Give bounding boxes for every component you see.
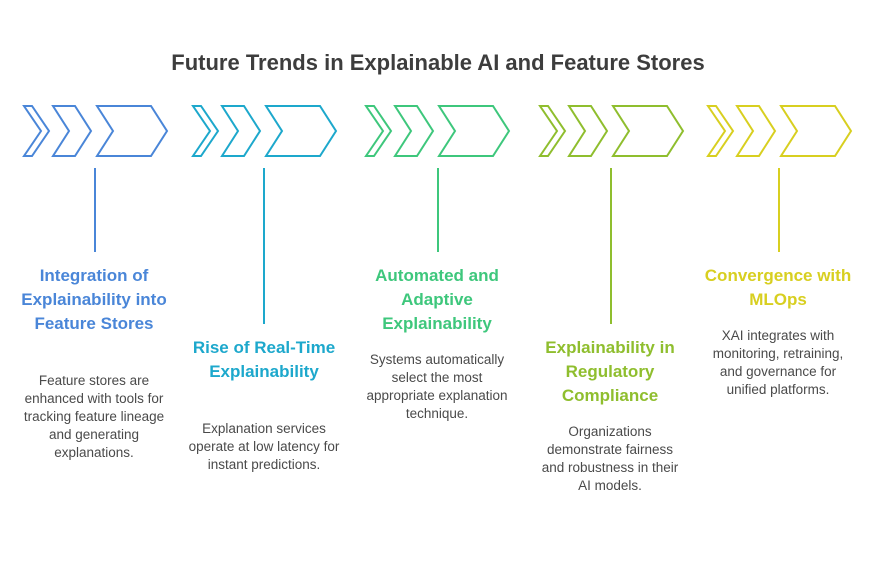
chevron-real-time-1 (191, 105, 220, 157)
stage-description-regulatory: Organizations demonstrate fairness and r… (541, 424, 679, 493)
stage-title-mlops: Convergence with MLOps (704, 266, 852, 309)
chevron-automated-3 (437, 105, 511, 157)
chevron-mlops-3 (779, 105, 853, 157)
chevron-real-time-3 (264, 105, 338, 157)
chevron-integration-1 (22, 105, 51, 157)
chevron-regulatory-2 (567, 105, 609, 157)
diagram-title: Future Trends in Explainable AI and Feat… (171, 50, 705, 75)
chevron-automated-1 (364, 105, 393, 157)
chevron-integration-3 (95, 105, 169, 157)
chevron-regulatory-3 (611, 105, 685, 157)
stage-description-integration: Feature stores are enhanced with tools f… (23, 373, 165, 460)
stage-title-automated: Automated and Adaptive Explainability (375, 266, 499, 333)
stage-title-integration: Integration of Explainability into Featu… (21, 266, 167, 333)
stage-description-real-time: Explanation services operate at low late… (188, 421, 340, 472)
stage-description-automated: Systems automatically select the most ap… (366, 352, 508, 421)
chevron-real-time-2 (220, 105, 262, 157)
chevron-mlops-2 (735, 105, 777, 157)
chevron-regulatory-1 (538, 105, 567, 157)
chevron-automated-2 (393, 105, 435, 157)
chevron-mlops-1 (706, 105, 735, 157)
stage-title-real-time: Rise of Real-Time Explainability (192, 338, 336, 381)
chevron-integration-2 (51, 105, 93, 157)
stage-description-mlops: XAI integrates with monitoring, retraini… (712, 328, 844, 397)
stage-title-regulatory: Explainability in Regulatory Compliance (545, 338, 675, 405)
